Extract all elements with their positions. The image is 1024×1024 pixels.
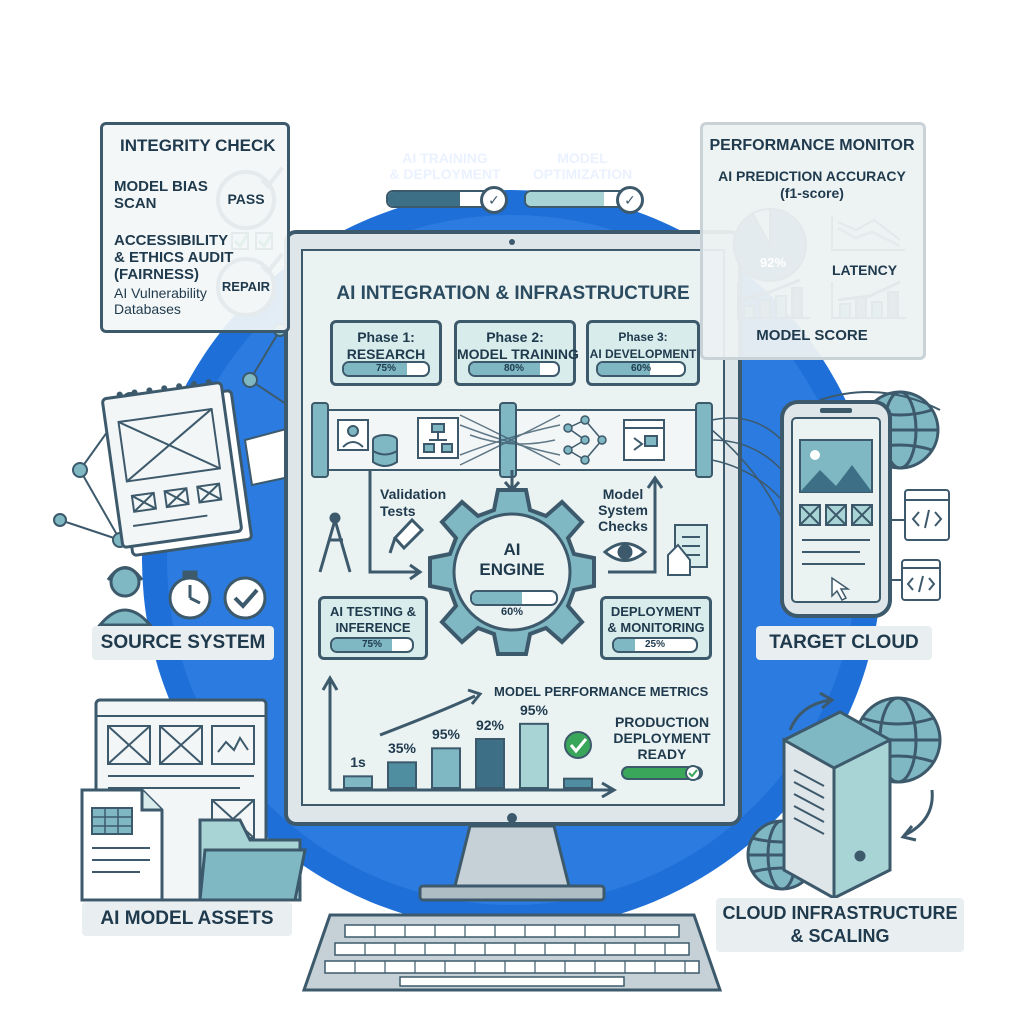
production-ready-bar <box>621 766 703 780</box>
source-system-caption: SOURCE SYSTEM <box>92 626 274 660</box>
chart-title: MODEL PERFORMANCE METRICS <box>494 684 709 699</box>
chart-bar-5 <box>519 722 549 789</box>
code-window-icon <box>890 489 950 601</box>
pie-value-label: 92% <box>759 255 787 270</box>
user-profile-icon <box>337 419 369 451</box>
chart-data-label-4: 92% <box>475 717 505 733</box>
wireframe-notebook-icon <box>101 379 253 557</box>
phase-3-progress: 60% <box>596 361 686 377</box>
database-icon <box>372 434 398 467</box>
model-score-label: MODEL SCORE <box>756 327 868 344</box>
prediction-accuracy-label: AI PREDICTION ACCURACY (f1-score) <box>718 168 906 201</box>
deployment-progress: 25% <box>612 637 698 653</box>
screen-title: AI INTEGRATION & INFRASTRUCTURE <box>336 283 690 304</box>
stopwatch-icon <box>168 570 212 620</box>
ai-testing-label: AI TESTING & INFERENCE <box>330 604 416 635</box>
chart-bar-4 <box>475 738 505 789</box>
checkmark-icon <box>223 576 267 620</box>
production-check-icon <box>564 731 592 759</box>
headset-user-icon <box>96 566 154 627</box>
phone-icon <box>780 400 892 618</box>
cloud-infrastructure-caption: CLOUD INFRASTRUCTURE & SCALING <box>716 898 964 952</box>
integrity-check-panel <box>100 122 290 333</box>
phase-3-label: Phase 3: AI DEVELOPMENT <box>589 330 697 361</box>
optimization-progress-bar <box>524 190 628 208</box>
validation-tests-label: Validation Tests <box>380 486 447 519</box>
keyboard-icon <box>301 913 723 992</box>
chart-bar-6 <box>563 777 593 790</box>
performance-monitor-panel <box>700 122 926 360</box>
bias-scan-label: MODEL BIAS SCAN <box>114 178 208 212</box>
ai-model-assets-caption: AI MODEL ASSETS <box>82 902 292 936</box>
folder-icon <box>198 818 307 902</box>
chart-bar-3 <box>431 747 461 789</box>
chart-axes <box>321 675 617 799</box>
chart-data-label-2: 35% <box>387 740 417 757</box>
chart-bar-1 <box>343 775 373 789</box>
flowchart-icon <box>417 417 459 459</box>
production-ready-label: PRODUCTION DEPLOYMENT READY <box>613 714 711 762</box>
repair-badge: REPAIR <box>221 279 271 294</box>
phase-1-progress: 75% <box>342 361 430 377</box>
compass-icon <box>318 512 352 573</box>
deployment-monitoring-label: DEPLOYMENT & MONITORING <box>607 604 705 635</box>
phase-1-label: Phase 1: RESEARCH <box>346 329 426 362</box>
system-checks-label: Model System Checks <box>598 486 648 534</box>
eye-icon <box>602 542 648 562</box>
integrity-title: INTEGRITY CHECK <box>120 136 276 155</box>
phase-2-progress: 80% <box>468 361 560 377</box>
phase-2-label: Phase 2: MODEL TRAINING <box>457 329 579 362</box>
chart-bar-2 <box>387 761 417 789</box>
chart-data-label-3: 95% <box>431 726 461 743</box>
performance-monitor-title: PERFORMANCE MONITOR <box>709 137 915 154</box>
model-optimization-label: MODEL OPTIMIZATION <box>532 150 633 182</box>
ai-engine-label: AI ENGINE <box>479 540 545 579</box>
pen-icon <box>388 517 425 554</box>
training-check-icon: ✓ <box>480 186 508 214</box>
spreadsheet-icon <box>80 788 164 902</box>
data-pipeline <box>311 402 713 478</box>
document-hand-icon <box>667 524 708 576</box>
target-cloud-caption: TARGET CLOUD <box>756 626 932 660</box>
chart-data-label-1: 1s <box>350 754 366 771</box>
browser-window-icon <box>623 419 665 461</box>
training-deployment-label: AI TRAINING & DEPLOYMENT <box>389 150 501 182</box>
neural-network-icon <box>563 415 607 465</box>
optimization-check-icon: ✓ <box>616 186 644 214</box>
chart-bars <box>343 722 593 790</box>
chart-data-label-5: 95% <box>519 701 549 718</box>
ethics-audit-label: ACCESSIBILITY & ETHICS AUDIT (FAIRNESS) <box>114 232 234 283</box>
ai-engine-pct: 60% <box>500 606 524 618</box>
latency-label: LATENCY <box>832 262 898 278</box>
ai-engine-progress <box>470 590 558 606</box>
pass-badge: PASS <box>227 191 265 207</box>
vulnerability-label: AI Vulnerability Databases <box>114 285 207 317</box>
server-icon <box>782 710 892 901</box>
training-progress-bar <box>386 190 490 208</box>
ai-testing-progress: 75% <box>330 637 414 653</box>
